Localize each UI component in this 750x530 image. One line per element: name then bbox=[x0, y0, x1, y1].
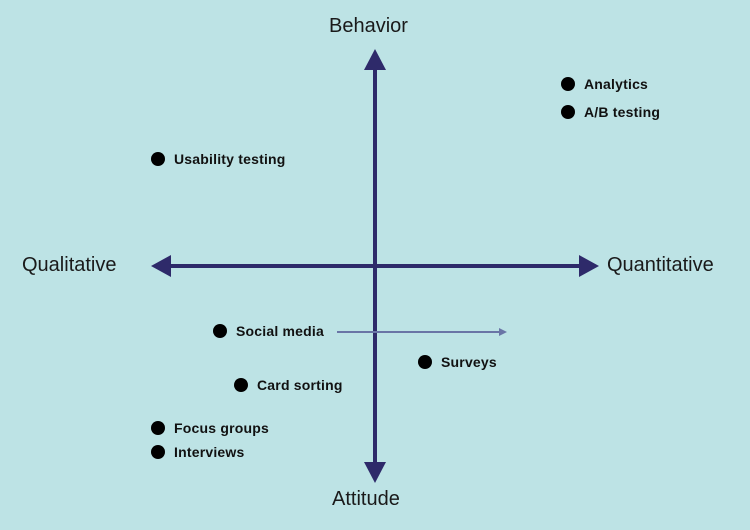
trend-arrowhead-icon bbox=[499, 328, 507, 336]
method-label: Social media bbox=[236, 323, 324, 339]
arrow-left-icon bbox=[151, 255, 171, 277]
method-card-sorting: Card sorting bbox=[234, 377, 343, 393]
dot-icon bbox=[151, 421, 165, 435]
dot-icon bbox=[213, 324, 227, 338]
arrow-right-icon bbox=[579, 255, 599, 277]
method-interviews: Interviews bbox=[151, 444, 244, 460]
method-label: Card sorting bbox=[257, 377, 343, 393]
dot-icon bbox=[418, 355, 432, 369]
method-ab-testing: A/B testing bbox=[561, 104, 660, 120]
method-label: Interviews bbox=[174, 444, 245, 460]
method-social-media: Social media bbox=[213, 323, 324, 339]
arrow-down-icon bbox=[364, 462, 386, 483]
method-analytics: Analytics bbox=[561, 76, 648, 92]
axis-label-quantitative: Quantitative bbox=[607, 254, 714, 276]
axis-label-behavior: Behavior bbox=[329, 15, 408, 37]
axis-label-qualitative: Qualitative bbox=[22, 254, 117, 276]
dot-icon bbox=[561, 105, 575, 119]
dot-icon bbox=[234, 378, 248, 392]
method-label: A/B testing bbox=[584, 104, 661, 120]
dot-icon bbox=[151, 445, 165, 459]
dot-icon bbox=[151, 152, 165, 166]
method-surveys: Surveys bbox=[418, 354, 497, 370]
arrow-up-icon bbox=[364, 49, 386, 70]
axis-label-attitude: Attitude bbox=[332, 488, 400, 510]
method-label: Surveys bbox=[441, 354, 497, 370]
method-usability-testing: Usability testing bbox=[151, 151, 286, 167]
method-label: Focus groups bbox=[174, 420, 269, 436]
method-label: Usability testing bbox=[174, 151, 286, 167]
method-label: Analytics bbox=[584, 76, 649, 92]
dot-icon bbox=[561, 77, 575, 91]
method-focus-groups: Focus groups bbox=[151, 420, 269, 436]
